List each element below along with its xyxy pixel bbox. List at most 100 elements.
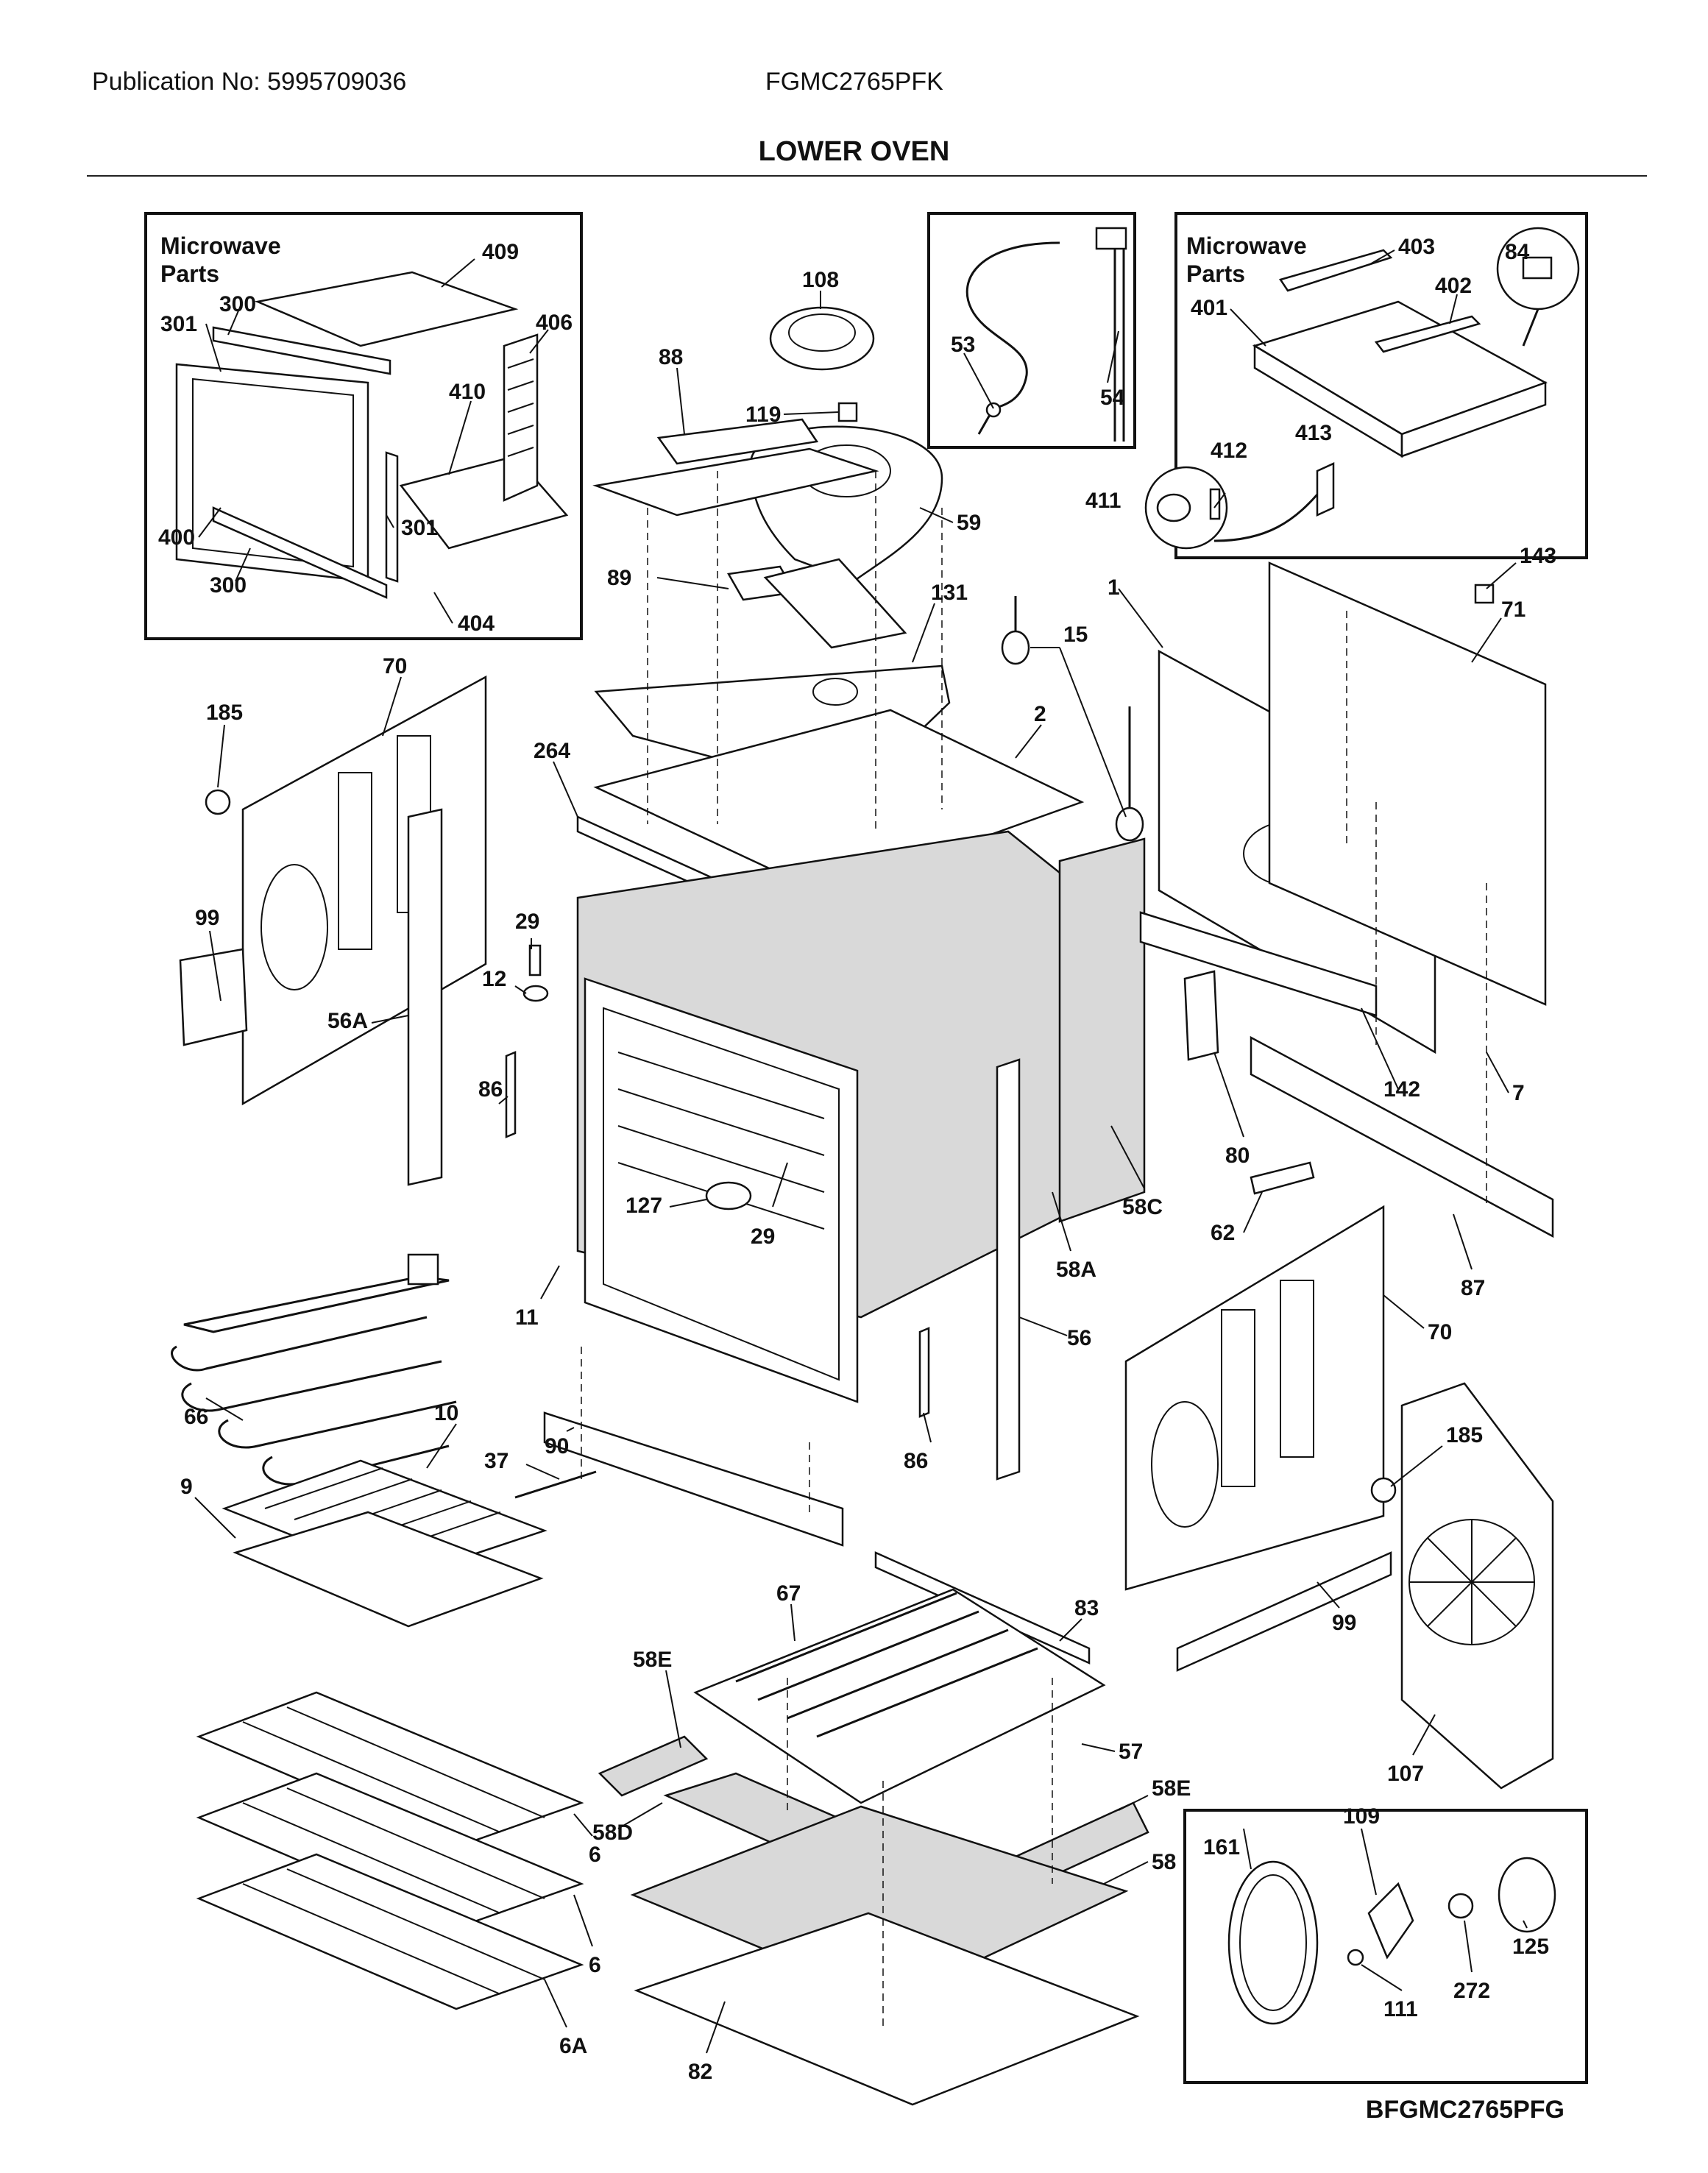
callout-84: 84	[1505, 240, 1530, 264]
callout-6A: 6A	[559, 2034, 587, 2058]
bumper-right-185	[1370, 1477, 1397, 1503]
rear-insulation-58C	[1058, 837, 1146, 1223]
callout-58E-left: 58E	[633, 1648, 672, 1672]
callout-300-bottom: 300	[210, 573, 247, 598]
callout-54: 54	[1100, 386, 1125, 410]
side-panels	[179, 675, 1397, 1672]
inset-right-title-2: Parts	[1186, 260, 1245, 287]
hinge-receiver-12	[522, 985, 549, 1002]
callout-56A: 56A	[327, 1009, 368, 1033]
switch-bracket-413	[1316, 462, 1335, 517]
fan-shroud-161	[1227, 1860, 1319, 2025]
callout-83: 83	[1074, 1596, 1099, 1620]
callout-410: 410	[449, 380, 486, 404]
callout-37: 37	[484, 1449, 508, 1473]
front-trim-90	[543, 1411, 844, 1547]
callout-404: 404	[458, 612, 495, 636]
callout-142: 142	[1383, 1077, 1420, 1102]
callout-70-left: 70	[383, 654, 407, 678]
callout-127: 127	[626, 1194, 662, 1218]
callout-58D: 58D	[592, 1821, 633, 1845]
callout-401: 401	[1191, 296, 1227, 320]
broiler-pan-9	[233, 1511, 544, 1628]
callout-412: 412	[1211, 439, 1247, 463]
callout-82: 82	[688, 2060, 712, 2084]
convection-cover	[1400, 1382, 1554, 1790]
fan-nut-111	[1347, 1949, 1364, 1966]
callout-90: 90	[545, 1434, 569, 1458]
oven-top-panel	[593, 709, 1085, 896]
callout-413: 413	[1295, 421, 1332, 445]
hinge-86-left	[505, 1051, 517, 1138]
clip-143	[1474, 584, 1495, 604]
convection-motor-125	[1498, 1857, 1556, 1933]
callout-409: 409	[482, 240, 519, 264]
callout-2: 2	[1034, 702, 1046, 726]
insulation-58E-left	[598, 1735, 709, 1797]
microwave-top-panel	[254, 271, 519, 347]
side-bracket-left-99	[179, 948, 248, 1046]
inset-right-title-1: Microwave	[1186, 233, 1307, 259]
side-panel-left-70	[241, 675, 487, 1106]
leader-lines	[194, 249, 1528, 2054]
callout-402: 402	[1435, 274, 1472, 298]
rear-cover-71	[1268, 561, 1547, 1006]
callout-67: 67	[776, 1581, 801, 1606]
callout-29-bottom: 29	[751, 1224, 775, 1249]
callout-58E-right: 58E	[1152, 1776, 1191, 1801]
light-sockets	[505, 584, 1495, 1418]
publication-number: Publication No: 5995709036	[92, 68, 407, 96]
callout-53: 53	[951, 333, 975, 357]
callout-10: 10	[434, 1401, 458, 1425]
callout-57: 57	[1119, 1740, 1143, 1764]
callout-59: 59	[957, 511, 981, 535]
callout-108: 108	[802, 268, 839, 292]
callout-143: 143	[1520, 544, 1556, 568]
convection-fan-inset	[1183, 1809, 1588, 2084]
microwave-vent	[503, 333, 539, 502]
callout-15: 15	[1063, 623, 1088, 647]
callout-272: 272	[1453, 1979, 1490, 2003]
side-trim-56	[996, 1058, 1021, 1481]
sensor-wire	[965, 241, 1060, 410]
page-title: LOWER OVEN	[758, 136, 950, 167]
callout-80: 80	[1225, 1144, 1250, 1168]
callout-7: 7	[1512, 1081, 1525, 1105]
bake-element-assembly	[598, 1551, 1149, 2106]
callout-58: 58	[1152, 1850, 1176, 1874]
diagram-code: BFGMC2765PFG	[1365, 2096, 1565, 2124]
callout-9: 9	[180, 1475, 193, 1499]
microwave-bracket-403	[1279, 249, 1393, 292]
oven-bottom-pan-82	[634, 1912, 1140, 2106]
sensor-inset	[927, 212, 1136, 449]
inset-left-title-2: Parts	[160, 260, 219, 287]
blower-housing	[749, 425, 943, 583]
broiler-pan	[222, 1459, 597, 1628]
hinge-86-right	[918, 1327, 930, 1418]
callout-labels: 409 300 301 406 410 400 301 300 404 108 …	[158, 235, 1556, 2084]
oven-light-127	[705, 1181, 752, 1210]
terminal-block-62	[1250, 1161, 1315, 1195]
side-trim-56A	[407, 808, 443, 1186]
callout-301-right: 301	[401, 516, 438, 540]
callout-403: 403	[1398, 235, 1435, 259]
callout-99-left: 99	[195, 906, 219, 930]
callout-89: 89	[607, 566, 631, 590]
callout-1: 1	[1108, 575, 1120, 600]
light-socket-15-a	[1001, 630, 1030, 665]
side-bracket-right-99	[1176, 1551, 1392, 1672]
convection-fan-cover-107	[1400, 1382, 1554, 1790]
callout-107: 107	[1387, 1762, 1424, 1786]
callout-406: 406	[536, 311, 573, 335]
callout-185-left: 185	[206, 701, 243, 725]
callout-66: 66	[184, 1405, 208, 1429]
callout-6-middle: 6	[589, 1953, 601, 1977]
fan-blade-109	[1367, 1882, 1414, 1960]
callout-109: 109	[1343, 1804, 1380, 1829]
light-socket-15-b	[1115, 807, 1144, 842]
oven-cavity	[576, 830, 1146, 1403]
model-number: FGMC2765PFK	[765, 68, 943, 96]
callout-88: 88	[659, 345, 683, 369]
